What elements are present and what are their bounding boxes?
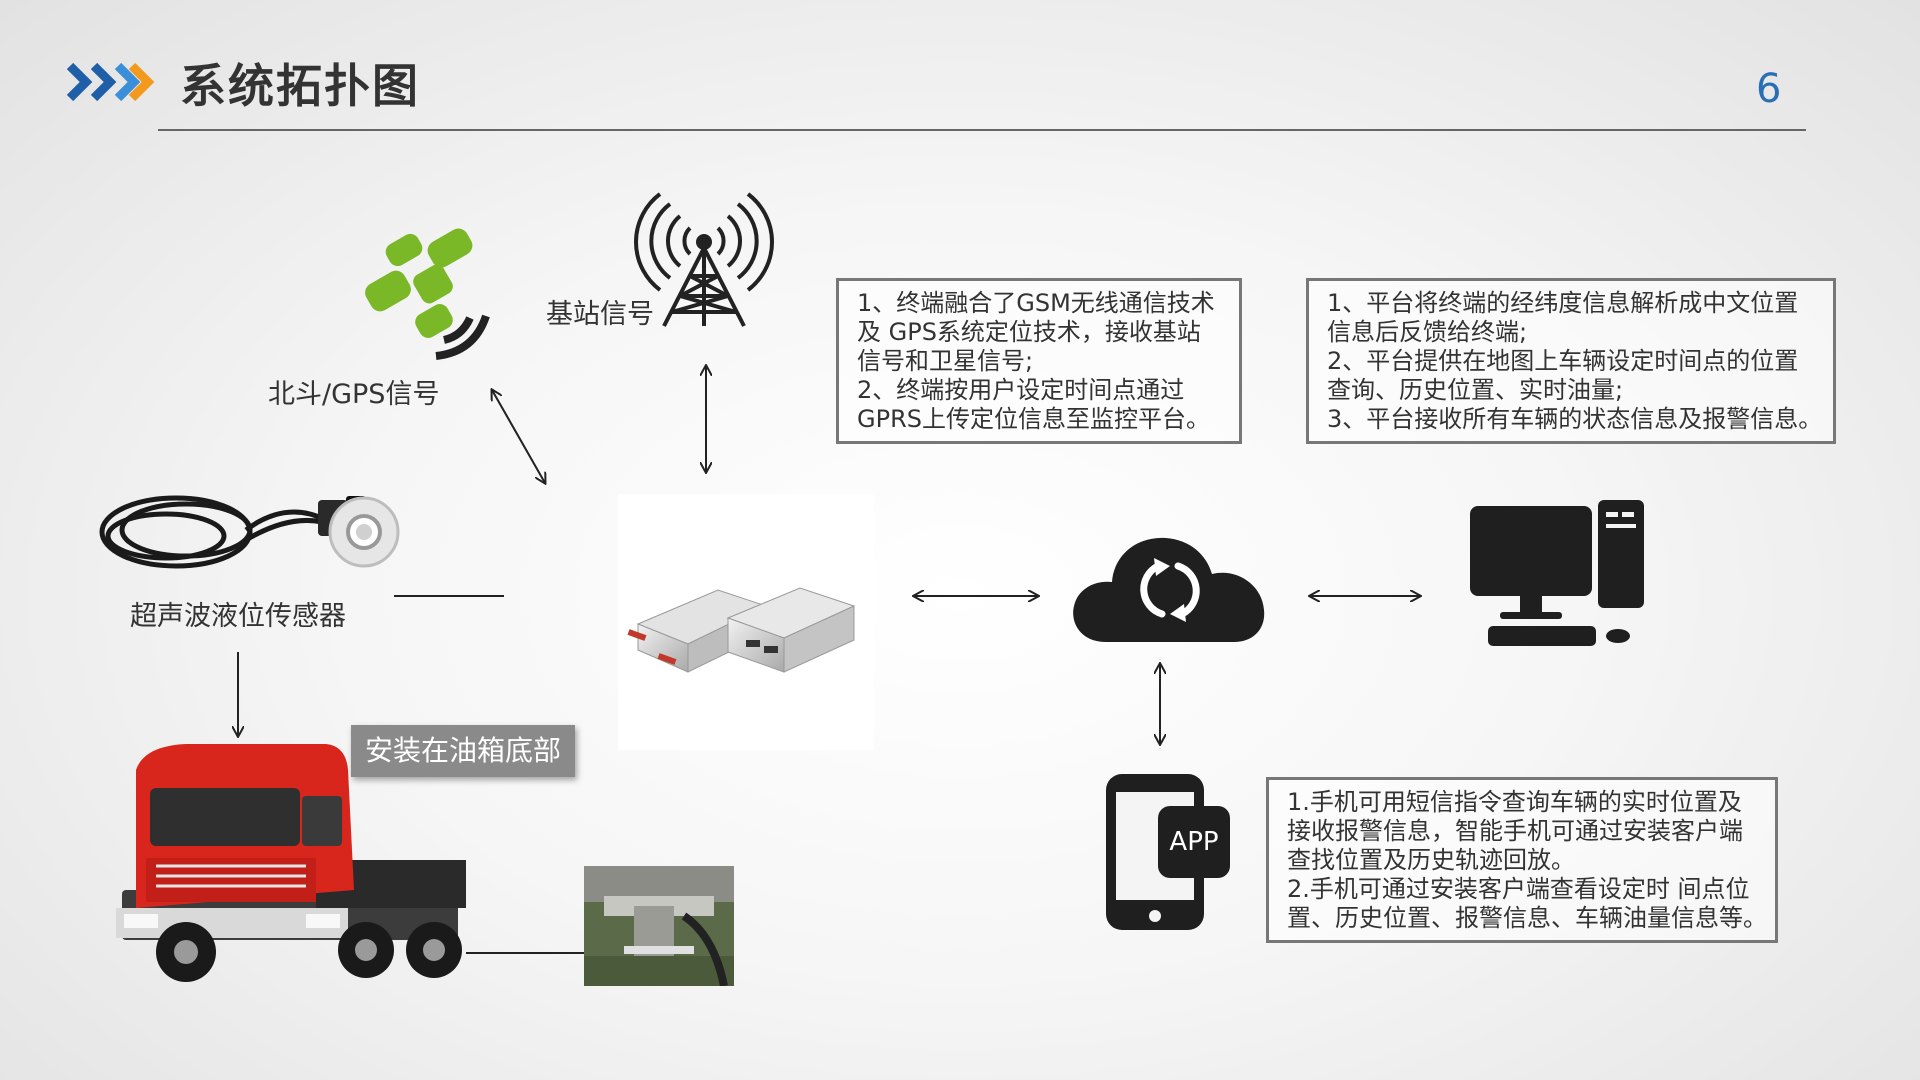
mobile-line: 2.手机可通过安装客户端查看设定时 间点位 — [1287, 875, 1750, 903]
satellite-icon — [358, 228, 498, 367]
terminal-line: 信号和卫星信号; — [857, 347, 1034, 375]
app-badge: APP — [1158, 806, 1230, 878]
page-title: 系统拓扑图 — [180, 59, 420, 113]
platform-line: 2、平台提供在地图上车辆设定时间点的位置 — [1327, 347, 1799, 375]
mobile-info-box: 1.手机可用短信指令查询车辆的实时位置及 接收报警信息，智能手机可通过安装客户端… — [1266, 777, 1778, 943]
satellite-terminal-arrow — [492, 390, 545, 483]
terminal-line: GPRS上传定位信息至监控平台。 — [857, 405, 1210, 433]
platform-line: 信息后反馈给终端; — [1327, 318, 1528, 346]
gps-terminal-device-image — [618, 494, 874, 750]
platform-info-box: 1、平台将终端的经纬度信息解析成中文位置 信息后反馈给终端; 2、平台提供在地图… — [1306, 278, 1836, 444]
mobile-line: 接收报警信息，智能手机可通过安装客户端 — [1287, 817, 1743, 845]
terminal-line: 2、终端按用户设定时间点通过 — [857, 376, 1185, 404]
terminal-info-box: 1、终端融合了GSM无线通信技术 及 GPS系统定位技术，接收基站 信号和卫星信… — [836, 278, 1242, 444]
platform-line: 3、平台接收所有车辆的状态信息及报警信息。 — [1327, 405, 1823, 433]
cloud-platform-icon — [1070, 524, 1270, 648]
ultrasonic-sensor-image — [96, 470, 406, 594]
terminal-line: 及 GPS系统定位技术，接收基站 — [857, 318, 1201, 346]
terminal-line: 1、终端融合了GSM无线通信技术 — [857, 289, 1215, 317]
platform-line: 1、平台将终端的经纬度信息解析成中文位置 — [1327, 289, 1799, 317]
chevrons-icon — [66, 60, 155, 108]
mobile-line: 1.手机可用短信指令查询车辆的实时位置及 — [1287, 788, 1742, 816]
monitoring-computer-icon — [1470, 500, 1650, 654]
title-divider — [158, 129, 1806, 131]
app-label: APP — [1169, 827, 1219, 857]
sensor-label: 超声波液位传感器 — [130, 601, 346, 632]
sensor-install-photo — [584, 866, 734, 986]
truck-image — [116, 740, 476, 994]
platform-line: 查询、历史位置、实时油量; — [1327, 376, 1624, 404]
base-station-icon — [634, 192, 774, 336]
base-station-label: 基站信号 — [546, 299, 654, 330]
mobile-line: 查找位置及历史轨迹回放。 — [1287, 846, 1575, 874]
install-location-tag: 安装在油箱底部 — [351, 725, 575, 777]
satellite-label: 北斗/GPS信号 — [268, 379, 440, 410]
mobile-line: 置、历史位置、报警信息、车辆油量信息等。 — [1287, 904, 1767, 932]
page-number: 6 — [1756, 66, 1782, 112]
